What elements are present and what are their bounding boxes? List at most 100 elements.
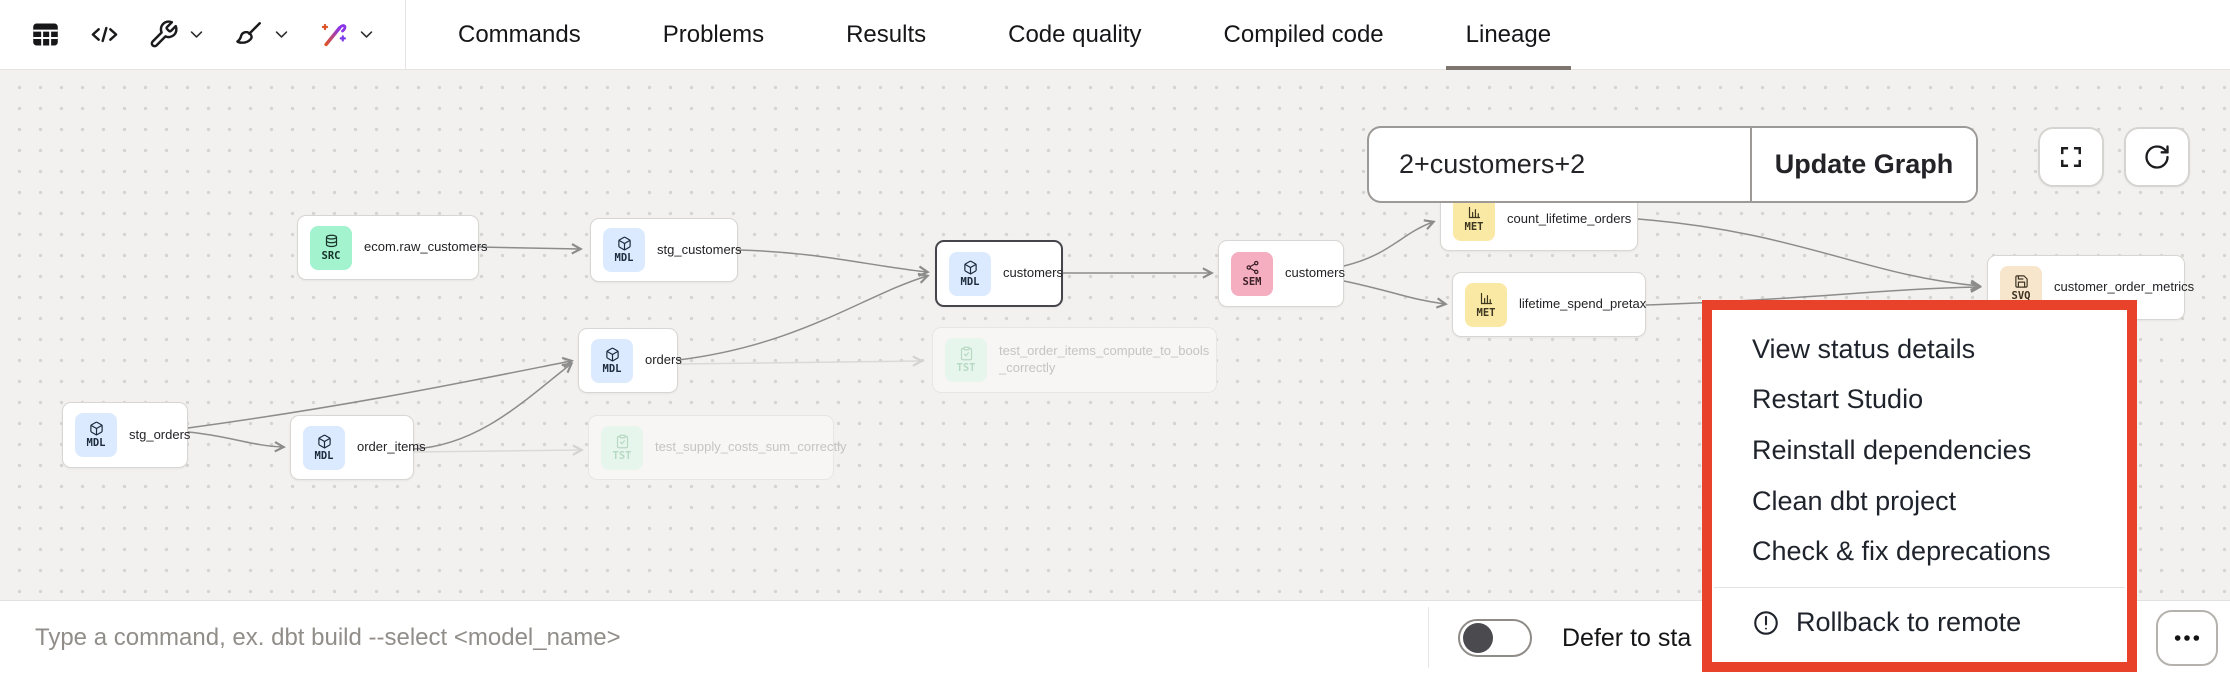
node-customers-semantic[interactable]: SEM customers — [1218, 240, 1345, 307]
warning-icon — [1752, 609, 1780, 637]
met-badge: MET — [1465, 282, 1507, 327]
mdl-badge: MDL — [75, 413, 117, 457]
menu-item-label: Clean dbt project — [1752, 485, 1957, 516]
node-orders[interactable]: MDL orders — [578, 328, 682, 393]
badge-label: MDL — [314, 449, 334, 462]
tab-problems[interactable]: Problems — [662, 20, 765, 48]
code-tool-button[interactable] — [89, 19, 120, 50]
table-icon — [30, 19, 61, 50]
node-label: test_supply_costs_sum_correctly — [655, 439, 847, 455]
broom-icon — [233, 19, 264, 50]
menu-item-label: Restart Studio — [1752, 384, 1924, 415]
menu-item-label: Check & fix deprecations — [1752, 536, 2051, 567]
menu-item-reinstall-dependencies[interactable]: Reinstall dependencies — [1712, 435, 2127, 466]
badge-label: SRC — [321, 249, 341, 262]
menu-item-rollback-to-remote[interactable]: Rollback to remote — [1712, 607, 2127, 638]
tab-results[interactable]: Results — [846, 20, 927, 48]
badge-label: MDL — [960, 275, 980, 288]
refresh-icon — [2143, 143, 2171, 171]
node-lifetime-spend-pretax[interactable]: MET lifetime_spend_pretax — [1452, 272, 1646, 337]
semantic-icon — [1245, 260, 1260, 275]
wand-tool-button[interactable] — [318, 19, 375, 50]
node-stg-customers[interactable]: MDL stg_customers — [590, 218, 742, 282]
badge-label: MET — [1476, 306, 1496, 319]
cube-icon — [963, 260, 978, 275]
refresh-button[interactable] — [2124, 127, 2190, 187]
save-icon — [2014, 274, 2029, 289]
badge-label: TST — [612, 449, 632, 462]
test-icon — [615, 434, 630, 449]
menu-item-label: Reinstall dependencies — [1752, 434, 2032, 465]
command-bar-divider — [1428, 607, 1429, 668]
metric-icon — [1479, 291, 1494, 306]
badge-label: SEM — [1242, 275, 1262, 288]
met-badge: MET — [1453, 197, 1495, 241]
node-label: orders — [645, 352, 682, 368]
wand-icon — [318, 19, 349, 50]
mdl-badge: MDL — [949, 251, 991, 296]
selector-input[interactable]: 2+customers+2 — [1369, 128, 1752, 201]
badge-label: MET — [1464, 221, 1484, 234]
broom-tool-button[interactable] — [233, 19, 290, 50]
node-ecom-raw-customers[interactable]: SRC ecom.raw_customers — [297, 215, 488, 280]
table-tool-button[interactable] — [30, 19, 61, 50]
node-label: stg_customers — [657, 241, 742, 257]
toolbar-icon-group — [0, 19, 375, 50]
node-test-supply-costs-sum-correctly[interactable]: TST test_supply_costs_sum_correctly — [588, 415, 846, 480]
cube-icon — [89, 421, 104, 436]
node-label: ecom.raw_customers — [364, 239, 488, 255]
mdl-badge: MDL — [603, 228, 645, 272]
node-customers-model[interactable]: MDL customers — [935, 240, 1063, 307]
update-graph-button[interactable]: Update Graph — [1752, 128, 1976, 201]
ellipsis-icon — [2171, 622, 2203, 654]
mdl-badge: MDL — [591, 338, 633, 383]
tst-badge: TST — [601, 425, 643, 470]
badge-label: TST — [956, 362, 976, 375]
cube-icon — [317, 434, 332, 449]
fullscreen-icon — [2057, 143, 2085, 171]
node-stg-orders[interactable]: MDL stg_orders — [62, 402, 191, 468]
menu-item-view-status-details[interactable]: View status details — [1712, 334, 2127, 365]
command-input[interactable]: Type a command, ex. dbt build --select <… — [35, 624, 621, 651]
defer-toggle[interactable] — [1458, 619, 1532, 657]
sem-badge: SEM — [1231, 251, 1273, 296]
more-options-button[interactable] — [2156, 610, 2218, 666]
toggle-knob — [1463, 623, 1493, 653]
node-label: stg_orders — [129, 426, 191, 442]
badge-label: MDL — [614, 252, 634, 265]
src-badge: SRC — [310, 225, 352, 270]
node-label: test_order_items_compute_to_bools_correc… — [999, 343, 1210, 375]
menu-divider — [1714, 586, 2125, 588]
node-test-order-items-compute-to-bools-correctly[interactable]: TST test_order_items_compute_to_bools_cor… — [932, 327, 1217, 393]
menu-item-clean-dbt-project[interactable]: Clean dbt project — [1712, 486, 2127, 517]
node-label: lifetime_spend_pretax — [1519, 296, 1647, 312]
node-label: customers — [1003, 265, 1063, 281]
cube-icon — [617, 236, 632, 251]
chevron-down-icon — [358, 26, 375, 43]
tab-code-quality[interactable]: Code quality — [1008, 20, 1142, 48]
node-label: customers — [1285, 265, 1345, 281]
tab-commands[interactable]: Commands — [458, 20, 581, 48]
fullscreen-button[interactable] — [2038, 127, 2104, 187]
wrench-icon — [148, 19, 179, 50]
metric-icon — [1467, 205, 1482, 220]
chevron-down-icon — [188, 26, 205, 43]
menu-item-restart-studio[interactable]: Restart Studio — [1712, 384, 2127, 415]
tab-bar: Commands Problems Results Code quality Compi… — [458, 0, 1572, 70]
node-label: count_lifetime_orders — [1507, 210, 1632, 226]
node-label: customer_order_metrics — [2054, 279, 2195, 295]
tab-compiled-code[interactable]: Compiled code — [1223, 20, 1384, 48]
defer-label: Defer to sta — [1562, 623, 1692, 652]
tab-lineage[interactable]: Lineage — [1445, 0, 1572, 70]
code-icon — [89, 19, 120, 50]
menu-item-check-fix-deprecations[interactable]: Check & fix deprecations — [1712, 536, 2127, 567]
menu-item-label: View status details — [1752, 333, 1976, 364]
chevron-down-icon — [273, 26, 290, 43]
wrench-tool-button[interactable] — [148, 19, 205, 50]
database-icon — [324, 234, 339, 249]
badge-label: MDL — [86, 437, 106, 450]
cube-icon — [605, 347, 620, 362]
graph-selector-group: 2+customers+2 Update Graph — [1367, 126, 1978, 203]
